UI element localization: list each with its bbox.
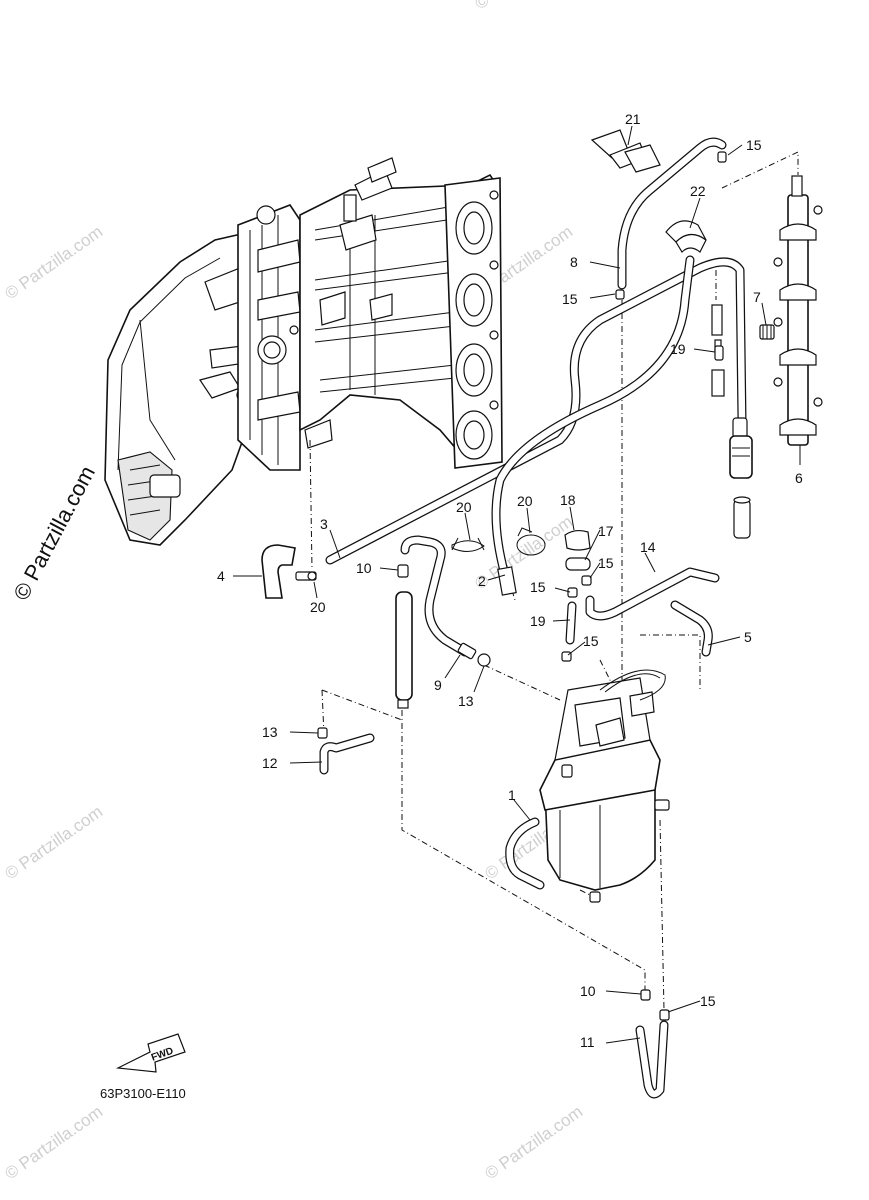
callout-3: 3 [320, 516, 328, 532]
callout-19: 19 [670, 341, 686, 357]
callout-16: 17 [598, 523, 614, 539]
callout-21: 21 [625, 111, 641, 127]
part-13-clip-lower [317, 727, 328, 739]
part-22-cover [665, 220, 707, 253]
watermark-main: © Partzilla.com [8, 462, 100, 605]
part-15-clips [561, 151, 727, 1021]
part-19-fitting-left [295, 571, 317, 581]
callout-19: 20 [310, 599, 326, 615]
diagram-code: 63P3100-E110 [100, 1086, 186, 1101]
callout-15: 15 [562, 291, 578, 307]
callout-14: 14 [640, 539, 656, 555]
callout-6: 6 [795, 470, 803, 486]
part-1-hose [505, 817, 545, 890]
callout-18: 19 [530, 613, 546, 629]
fuel-filter [711, 304, 753, 539]
part-16-connector [565, 557, 591, 571]
part-7-cap [759, 324, 775, 340]
leader-lines [233, 125, 801, 1044]
part-13-clip-upper [477, 653, 491, 667]
part-8-hose [617, 137, 727, 290]
vapor-separator-hose-left [395, 591, 413, 709]
part-6-fuel-rail [773, 175, 823, 446]
watermark: © Partzilla.com [481, 1102, 586, 1183]
callout-7: 7 [753, 289, 761, 305]
part-20-clamp-right [516, 527, 546, 556]
part-2-hose [491, 255, 695, 596]
callout-11: 11 [580, 1034, 595, 1050]
callout-2: 2 [478, 573, 486, 589]
part-11-hose [635, 989, 669, 1099]
watermark: © Partzilla.com [471, 0, 576, 13]
watermark: © Partzilla.com [1, 802, 106, 883]
part-4-elbow [261, 544, 296, 599]
callout-17: 18 [560, 492, 576, 508]
part-5-hose [670, 600, 713, 657]
callout-15: 15 [530, 579, 546, 595]
watermark: © Partzilla.com [1, 222, 106, 303]
callout-20: 20 [517, 493, 533, 509]
callout-22: 22 [690, 183, 706, 199]
callout-10: 10 [580, 983, 596, 999]
phantom-lines [309, 151, 799, 1011]
fwd-arrow-icon: FWD [115, 1033, 186, 1073]
callout-5: 5 [744, 629, 752, 645]
callout-13: 13 [458, 693, 474, 709]
callout-4: 4 [217, 568, 225, 584]
callout-15: 15 [583, 633, 599, 649]
watermark: © Partzilla.com [471, 512, 576, 593]
callout-1: 1 [508, 787, 516, 803]
part-21-clip [590, 129, 661, 173]
part-12-hose [319, 733, 375, 775]
callout-15: 15 [746, 137, 762, 153]
callout-12: 12 [262, 755, 278, 771]
vapor-separator-tank [539, 669, 670, 903]
part-19-fitting-right [714, 345, 724, 361]
callout-labels: 21 15 22 8 15 7 19 6 3 4 20 20 20 18 17 … [217, 111, 803, 1050]
callout-20: 20 [456, 499, 472, 515]
part-10-fitting-upper [397, 564, 409, 578]
part-9-hose [400, 535, 477, 660]
watermark: © Partzilla.com [1, 1102, 106, 1183]
callout-13: 13 [262, 724, 278, 740]
part-18-hose [565, 601, 577, 645]
part-20-clamp-left [451, 537, 485, 552]
callout-10: 10 [356, 560, 372, 576]
callout-8: 8 [570, 254, 578, 270]
part-17-cap [564, 529, 591, 551]
callout-9: 9 [434, 677, 442, 693]
intake-manifold-assembly [104, 157, 503, 546]
callout-15: 15 [700, 993, 716, 1009]
callout-15: 15 [598, 555, 614, 571]
part-14-hose [585, 567, 720, 621]
